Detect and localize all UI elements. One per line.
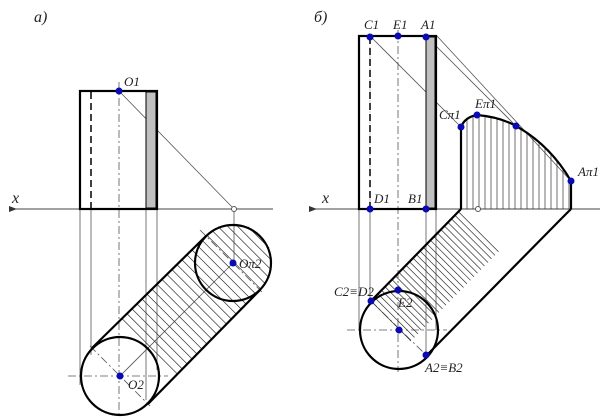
shadow-on-horizontal-plane-hatching xyxy=(370,211,499,342)
hatch-line xyxy=(201,239,257,295)
base-circle-O2 xyxy=(79,335,161,417)
label-A1: A1 xyxy=(420,17,435,32)
point-O1 xyxy=(115,87,123,95)
label-O1: O1 xyxy=(124,74,140,89)
point-E1 xyxy=(394,32,402,40)
point-E2 xyxy=(394,286,402,294)
hatch-line xyxy=(409,261,450,302)
hatch-line xyxy=(171,268,228,325)
hatch-line xyxy=(412,257,454,299)
point-A2B2 xyxy=(422,351,430,359)
key-points xyxy=(366,32,575,359)
hatch-line xyxy=(437,232,478,274)
point-D1 xyxy=(366,205,374,213)
hatch-line xyxy=(419,250,461,292)
hatch-line xyxy=(131,308,188,365)
label-D1: D1 xyxy=(373,191,390,206)
hatch-line xyxy=(181,259,237,315)
hatch-line xyxy=(136,303,193,360)
hatch-line xyxy=(391,279,433,320)
self-shadow-strip xyxy=(145,91,157,209)
panel-a: а) x O1 Oπ2 O2 xyxy=(9,9,273,417)
hatch-line xyxy=(211,229,267,285)
point-C2D2 xyxy=(367,297,375,305)
shadow-contour-lower xyxy=(147,289,261,405)
hatch-line xyxy=(402,268,443,310)
hatch-line xyxy=(166,273,223,330)
point-Epi1 xyxy=(473,111,481,119)
point-Api1 xyxy=(567,177,575,185)
hatch-line xyxy=(444,225,485,267)
hatch-line xyxy=(458,211,499,252)
label-Api1: Aπ1 xyxy=(577,164,599,179)
shadow-contour-upper xyxy=(91,235,207,349)
shadow-contour-vertical-plane xyxy=(459,113,573,209)
label-Epi1: Eπ1 xyxy=(474,96,496,111)
shadow-contour-upper xyxy=(370,208,462,302)
axis-point xyxy=(231,206,237,212)
point-A1 xyxy=(422,33,430,41)
point-Cpi1 xyxy=(457,123,465,131)
hatch-line xyxy=(234,223,273,262)
hatch-line xyxy=(395,275,436,317)
hatch-line xyxy=(405,265,447,306)
axis-point xyxy=(475,206,481,212)
hatch-line xyxy=(151,288,208,345)
x-axis-label: x xyxy=(321,190,329,207)
hatch-line xyxy=(146,293,203,350)
hatch-line xyxy=(440,229,482,270)
hatch-line xyxy=(377,293,419,335)
label-C2D2: C2≡D2 xyxy=(334,284,374,299)
hatch-line xyxy=(430,240,471,281)
label-C1: C1 xyxy=(364,17,379,32)
panel-b-title: б) xyxy=(314,9,327,26)
hatch-line xyxy=(141,298,198,355)
self-shadow-strip xyxy=(425,36,436,209)
hatch-line xyxy=(161,278,218,335)
point-center xyxy=(395,326,403,334)
panel-a-title: а) xyxy=(34,9,47,26)
point-B1 xyxy=(422,205,430,213)
hatch-line xyxy=(121,318,178,375)
hatch-line xyxy=(451,218,492,260)
label-Opi2: Oπ2 xyxy=(239,256,262,271)
hatch-line xyxy=(384,286,426,327)
label-O2: O2 xyxy=(128,377,144,392)
hatch-line xyxy=(416,254,457,295)
hatch-line xyxy=(374,297,415,338)
hatch-line xyxy=(176,264,232,320)
point-O2 xyxy=(116,372,124,380)
point-C1 xyxy=(366,33,374,41)
hatch-line xyxy=(126,313,183,370)
label-B1: B1 xyxy=(408,191,422,206)
hatch-line xyxy=(433,236,475,277)
hatch-line xyxy=(225,224,272,271)
hatch-line xyxy=(423,247,464,288)
label-Cpi1: Cπ1 xyxy=(439,107,461,122)
hatch-line xyxy=(381,290,422,331)
shadow-break-edge xyxy=(561,208,572,219)
hatch-line xyxy=(196,244,252,300)
hatch-line xyxy=(454,215,496,256)
shadow-circle-Opi2 xyxy=(193,223,273,303)
hatch-line xyxy=(447,222,489,263)
point-Opi2 xyxy=(229,259,237,267)
hatch-line xyxy=(156,283,213,340)
label-A2B2: A2≡B2 xyxy=(424,360,463,375)
hatch-line xyxy=(370,300,412,342)
shadow-contour-lower xyxy=(427,217,563,355)
hatch-line xyxy=(426,243,468,285)
hatch-line xyxy=(191,249,247,305)
hatch-line xyxy=(218,226,270,278)
label-E2: E2 xyxy=(397,295,413,310)
panel-b: б) x C1 E1 A1 Cπ1 Eπ1 Aπ1 D1 B1 C2≡D2 E2… xyxy=(309,9,600,375)
hatch-line xyxy=(398,272,440,313)
point-mid xyxy=(512,122,520,130)
projection-lines xyxy=(68,82,263,414)
x-axis-label: x xyxy=(11,190,19,207)
label-E1: E1 xyxy=(392,17,407,32)
